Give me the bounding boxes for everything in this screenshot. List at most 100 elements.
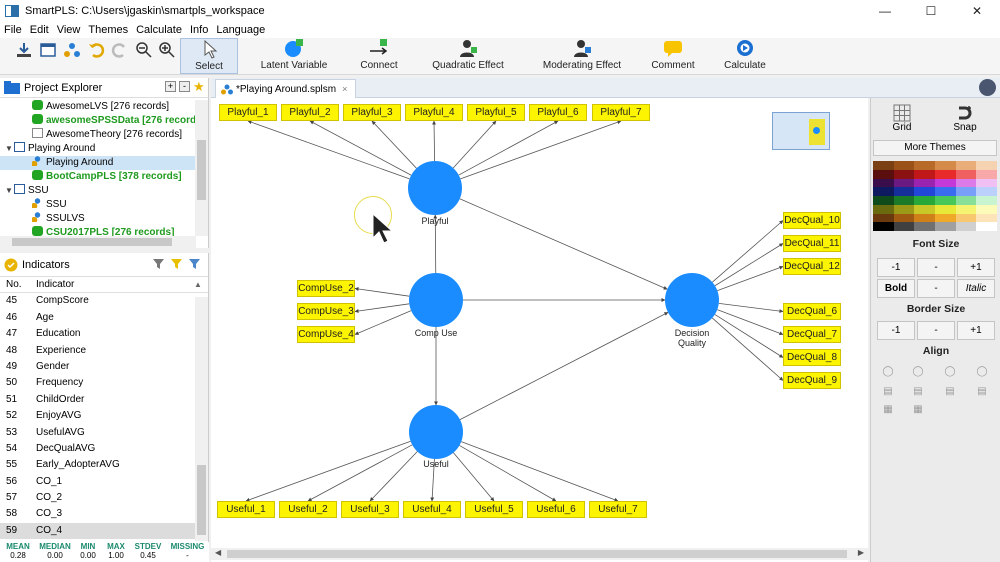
indicator-box-playful[interactable]: Playful_5 (467, 104, 525, 121)
italic-button[interactable]: Italic (957, 279, 995, 298)
color-swatch[interactable] (873, 213, 894, 223)
color-swatch[interactable] (914, 161, 935, 170)
tree-item[interactable]: AwesomeLVS [276 records] (0, 100, 196, 114)
color-swatch[interactable] (914, 222, 935, 231)
loading-playful-5[interactable] (452, 120, 497, 169)
tree-item-project[interactable]: ▼Playing Around (5, 142, 96, 154)
color-swatch[interactable] (976, 161, 997, 170)
loading-decqual-2[interactable] (714, 243, 784, 287)
latent-variable-compuse[interactable] (409, 273, 463, 327)
indicators-vertical-scrollbar[interactable] (195, 297, 208, 541)
indicator-box-useful[interactable]: Useful_6 (527, 501, 585, 518)
expand-all-icon[interactable]: + (165, 81, 176, 92)
undo-icon[interactable] (86, 40, 106, 60)
loading-useful-6[interactable] (459, 445, 557, 502)
font-default-button[interactable]: - (917, 258, 955, 277)
connect-button[interactable]: Connect (354, 38, 404, 74)
moderating-effect-button[interactable]: Moderating Effect (540, 38, 624, 74)
color-swatch[interactable] (914, 178, 935, 188)
import-icon[interactable] (14, 40, 34, 60)
border-decrease-button[interactable]: -1 (877, 321, 915, 340)
scroll-thumb[interactable] (197, 140, 206, 200)
close-icon[interactable]: ✕ (971, 4, 983, 18)
color-swatch[interactable] (934, 204, 956, 214)
color-swatch[interactable] (893, 187, 915, 196)
color-swatch[interactable] (934, 161, 956, 170)
indicator-box-decqual[interactable]: DecQual_11 (783, 235, 841, 252)
quadratic-effect-button[interactable]: Quadratic Effect (428, 38, 508, 74)
zoom-in-icon[interactable] (157, 40, 177, 60)
align-bottom-icon[interactable]: ▤ (977, 385, 987, 397)
scroll-thumb[interactable] (197, 465, 206, 535)
loading-useful-5[interactable] (453, 452, 495, 502)
indicator-box-compuse[interactable]: CompUse_3 (297, 303, 355, 320)
color-swatch[interactable] (955, 178, 977, 188)
border-increase-button[interactable]: +1 (957, 321, 995, 340)
overview-minimap[interactable] (772, 112, 830, 150)
indicator-box-compuse[interactable]: CompUse_2 (297, 280, 355, 297)
color-swatch[interactable] (873, 161, 894, 170)
project-horizontal-scrollbar[interactable] (0, 236, 196, 248)
tree-item[interactable]: awesomeSPSSData [276 records] (0, 114, 205, 128)
indicator-box-useful[interactable]: Useful_3 (341, 501, 399, 518)
color-swatch[interactable] (873, 222, 894, 231)
tree-item[interactable]: SSU (0, 198, 196, 212)
path-compuse-to-playful[interactable] (433, 214, 438, 274)
indicator-box-playful[interactable]: Playful_6 (529, 104, 587, 121)
menu-calculate[interactable]: Calculate (136, 24, 182, 36)
scroll-thumb[interactable] (12, 238, 172, 246)
color-swatch[interactable] (893, 213, 915, 223)
tab-playing-around[interactable]: *Playing Around.splsm × (215, 79, 357, 98)
color-swatch[interactable] (976, 222, 997, 231)
distribute-vertical-icon[interactable]: ▦ (913, 403, 923, 415)
loading-useful-4[interactable] (430, 458, 435, 502)
loading-useful-7[interactable] (461, 441, 619, 502)
color-swatch[interactable] (976, 213, 997, 223)
indicator-box-playful[interactable]: Playful_1 (219, 104, 277, 121)
font-decrease-button[interactable]: -1 (877, 258, 915, 277)
color-swatch[interactable] (873, 187, 894, 196)
chevron-down-icon[interactable]: ▼ (5, 186, 13, 195)
loading-playful-4[interactable] (432, 120, 437, 162)
indicator-box-useful[interactable]: Useful_2 (279, 501, 337, 518)
loading-playful-3[interactable] (371, 120, 417, 169)
align-left-icon[interactable]: ▤ (883, 385, 893, 397)
scroll-thumb[interactable] (227, 550, 847, 558)
indicator-box-decqual[interactable]: DecQual_6 (783, 303, 841, 320)
canvas-horizontal-scrollbar[interactable]: ◀ ▶ (211, 548, 868, 560)
color-swatch[interactable] (873, 178, 894, 188)
indicator-box-playful[interactable]: Playful_7 (592, 104, 650, 121)
align-center-icon[interactable]: ▤ (913, 385, 923, 397)
color-swatch[interactable] (893, 196, 915, 205)
indicator-box-playful[interactable]: Playful_2 (281, 104, 339, 121)
snap-button[interactable]: Snap (952, 104, 978, 133)
menu-view[interactable]: View (56, 24, 81, 36)
loading-compuse-3[interactable] (354, 310, 412, 335)
path-useful-to-decqual[interactable] (459, 312, 669, 420)
indicator-box-decqual[interactable]: DecQual_7 (783, 326, 841, 343)
loading-compuse-1[interactable] (354, 287, 410, 297)
loading-useful-3[interactable] (369, 451, 418, 502)
loading-playful-6[interactable] (458, 120, 559, 176)
menu-info[interactable]: Info (189, 24, 209, 36)
border-default-button[interactable]: - (917, 321, 955, 340)
latent-variable-decqual[interactable] (665, 273, 719, 327)
project-vertical-scrollbar[interactable] (195, 100, 208, 236)
color-swatch[interactable] (893, 169, 915, 179)
indicator-box-playful[interactable]: Playful_3 (343, 104, 401, 121)
loading-decqual-3[interactable] (717, 265, 784, 292)
color-swatch[interactable] (893, 222, 915, 231)
indicator-box-decqual[interactable]: DecQual_9 (783, 372, 841, 389)
color-swatch[interactable] (873, 169, 894, 179)
color-swatch[interactable] (914, 187, 935, 196)
